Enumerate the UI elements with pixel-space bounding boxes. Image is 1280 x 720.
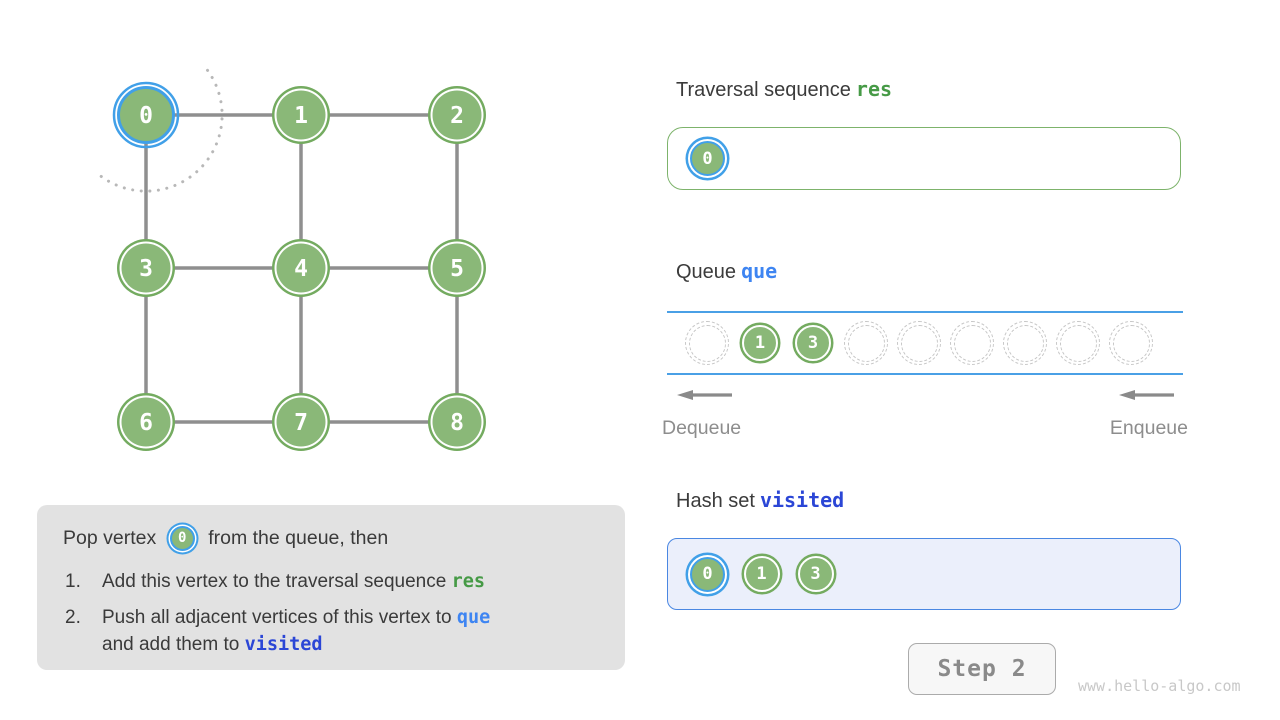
- watermark: www.hello-algo.com: [1078, 677, 1241, 695]
- graph-vertex-3: 3: [117, 239, 175, 297]
- explanation-list-item: 1. Add this vertex to the traversal seque…: [63, 568, 607, 595]
- vertex-badge-cell: 1: [738, 321, 783, 366]
- graph-vertex-6: 6: [117, 393, 175, 451]
- hash-set-heading-label: Hash set: [676, 490, 755, 512]
- vertex-badge-cell: 0: [685, 552, 730, 597]
- queue-slot-inner-ring: [953, 324, 991, 362]
- explanation-intro-before: Pop vertex: [63, 526, 157, 549]
- enqueue-arrow-icon: [1119, 390, 1174, 400]
- hash-set-code-visited: visited: [759, 488, 845, 512]
- queue-slot-inner-ring: [688, 324, 726, 362]
- svg-text:2: 2: [450, 103, 464, 129]
- vertex-badge-cell: 3: [793, 552, 838, 597]
- graph-vertex-7: 7: [272, 393, 330, 451]
- vertex-badge-1: 1: [743, 556, 780, 592]
- queue-slot-filled: 1: [738, 321, 782, 365]
- vertex-badge-0: 0: [690, 556, 725, 592]
- list-item-text: Add this vertex to the traversal sequenc…: [102, 571, 486, 592]
- vertex-badge-3: 3: [797, 556, 834, 592]
- queue-slot-empty: [897, 321, 941, 365]
- svg-text:6: 6: [139, 410, 153, 436]
- graph-vertex-0: 0: [112, 81, 180, 149]
- step-button[interactable]: Step 2: [908, 643, 1056, 695]
- vertex-badge-1: 1: [742, 325, 778, 361]
- explanation-intro-after: from the queue, then: [208, 526, 389, 549]
- graph-vertex-4: 4: [272, 239, 330, 297]
- graph-vertex-2: 2: [428, 86, 486, 144]
- vertex-badge-0: 0: [690, 141, 725, 176]
- code-word-visited: visited: [244, 634, 323, 655]
- explanation-list-item: 2. Push all adjacent vertices of this ver…: [63, 604, 607, 658]
- list-item-number: 1.: [65, 571, 81, 592]
- queue-slot-inner-ring: [847, 324, 885, 362]
- queue-slot-empty: [950, 321, 994, 365]
- queue-code-que: que: [741, 259, 778, 283]
- queue-slot-outer-ring: [1056, 321, 1100, 365]
- svg-text:7: 7: [294, 410, 308, 436]
- queue-slot-inner-ring: [900, 324, 938, 362]
- queue-slot-outer-ring: [950, 321, 994, 365]
- traversal-heading-label: Traversal sequence: [676, 79, 851, 101]
- popped-vertex-badge: 0: [165, 521, 199, 555]
- queue-slot-empty: [1109, 321, 1153, 365]
- queue-top-line: [667, 311, 1183, 313]
- dequeue-label: Dequeue: [662, 417, 742, 439]
- graph-vertex-5: 5: [428, 239, 486, 297]
- svg-text:0: 0: [139, 103, 153, 129]
- queue-slot-empty: [685, 321, 729, 365]
- queue-slot-empty: [1003, 321, 1047, 365]
- step-button-label: Step 2: [937, 656, 1027, 682]
- vertex-badge-cell: 0: [685, 136, 730, 181]
- vertex-badge-cell: 1: [739, 552, 784, 597]
- graph-vertex-1: 1: [272, 86, 330, 144]
- dequeue-arrow-icon: [677, 390, 732, 400]
- vertex-badge-cell: 3: [791, 321, 836, 366]
- enqueue-label: Enqueue: [1109, 417, 1188, 439]
- svg-text:4: 4: [294, 256, 308, 282]
- explanation-intro: Pop vertex 0 from the queue, then: [63, 521, 607, 555]
- explanation-list: 1. Add this vertex to the traversal seque…: [63, 568, 607, 658]
- svg-text:1: 1: [294, 103, 308, 129]
- queue-slot-inner-ring: [1112, 324, 1150, 362]
- traversal-code-res: res: [855, 77, 893, 101]
- list-item-text: Push all adjacent vertices of this verte…: [102, 607, 491, 655]
- explanation-panel: Pop vertex 0 from the queue, then 1. Add …: [37, 505, 625, 670]
- svg-text:3: 3: [139, 256, 153, 282]
- svg-text:8: 8: [450, 410, 464, 436]
- vertex-badge-3: 3: [795, 325, 831, 361]
- queue-slot-inner-ring: [1059, 324, 1097, 362]
- graph-vertex-8: 8: [428, 393, 486, 451]
- queue-slot-outer-ring: [685, 321, 729, 365]
- code-word-que: que: [456, 607, 491, 628]
- list-item-number: 2.: [65, 607, 81, 628]
- queue-slot-empty: [1056, 321, 1100, 365]
- queue-bottom-line: [667, 373, 1183, 375]
- queue-slot-empty: [844, 321, 888, 365]
- traversal-sequence-box: 0: [667, 127, 1181, 190]
- queue-slot-outer-ring: [1109, 321, 1153, 365]
- graph-panel: 0 1 2 3 4 5 6 7 8: [96, 68, 486, 451]
- vertex-badge-0: 0: [169, 525, 195, 551]
- queue-slot-filled: 3: [791, 321, 835, 365]
- queue-heading-label: Queue: [676, 261, 737, 283]
- queue-slot-inner-ring: [1006, 324, 1044, 362]
- queue-slot-outer-ring: [897, 321, 941, 365]
- svg-text:5: 5: [450, 256, 464, 282]
- code-word-res: res: [451, 571, 486, 592]
- queue-slot-outer-ring: [1003, 321, 1047, 365]
- queue-slot-outer-ring: [844, 321, 888, 365]
